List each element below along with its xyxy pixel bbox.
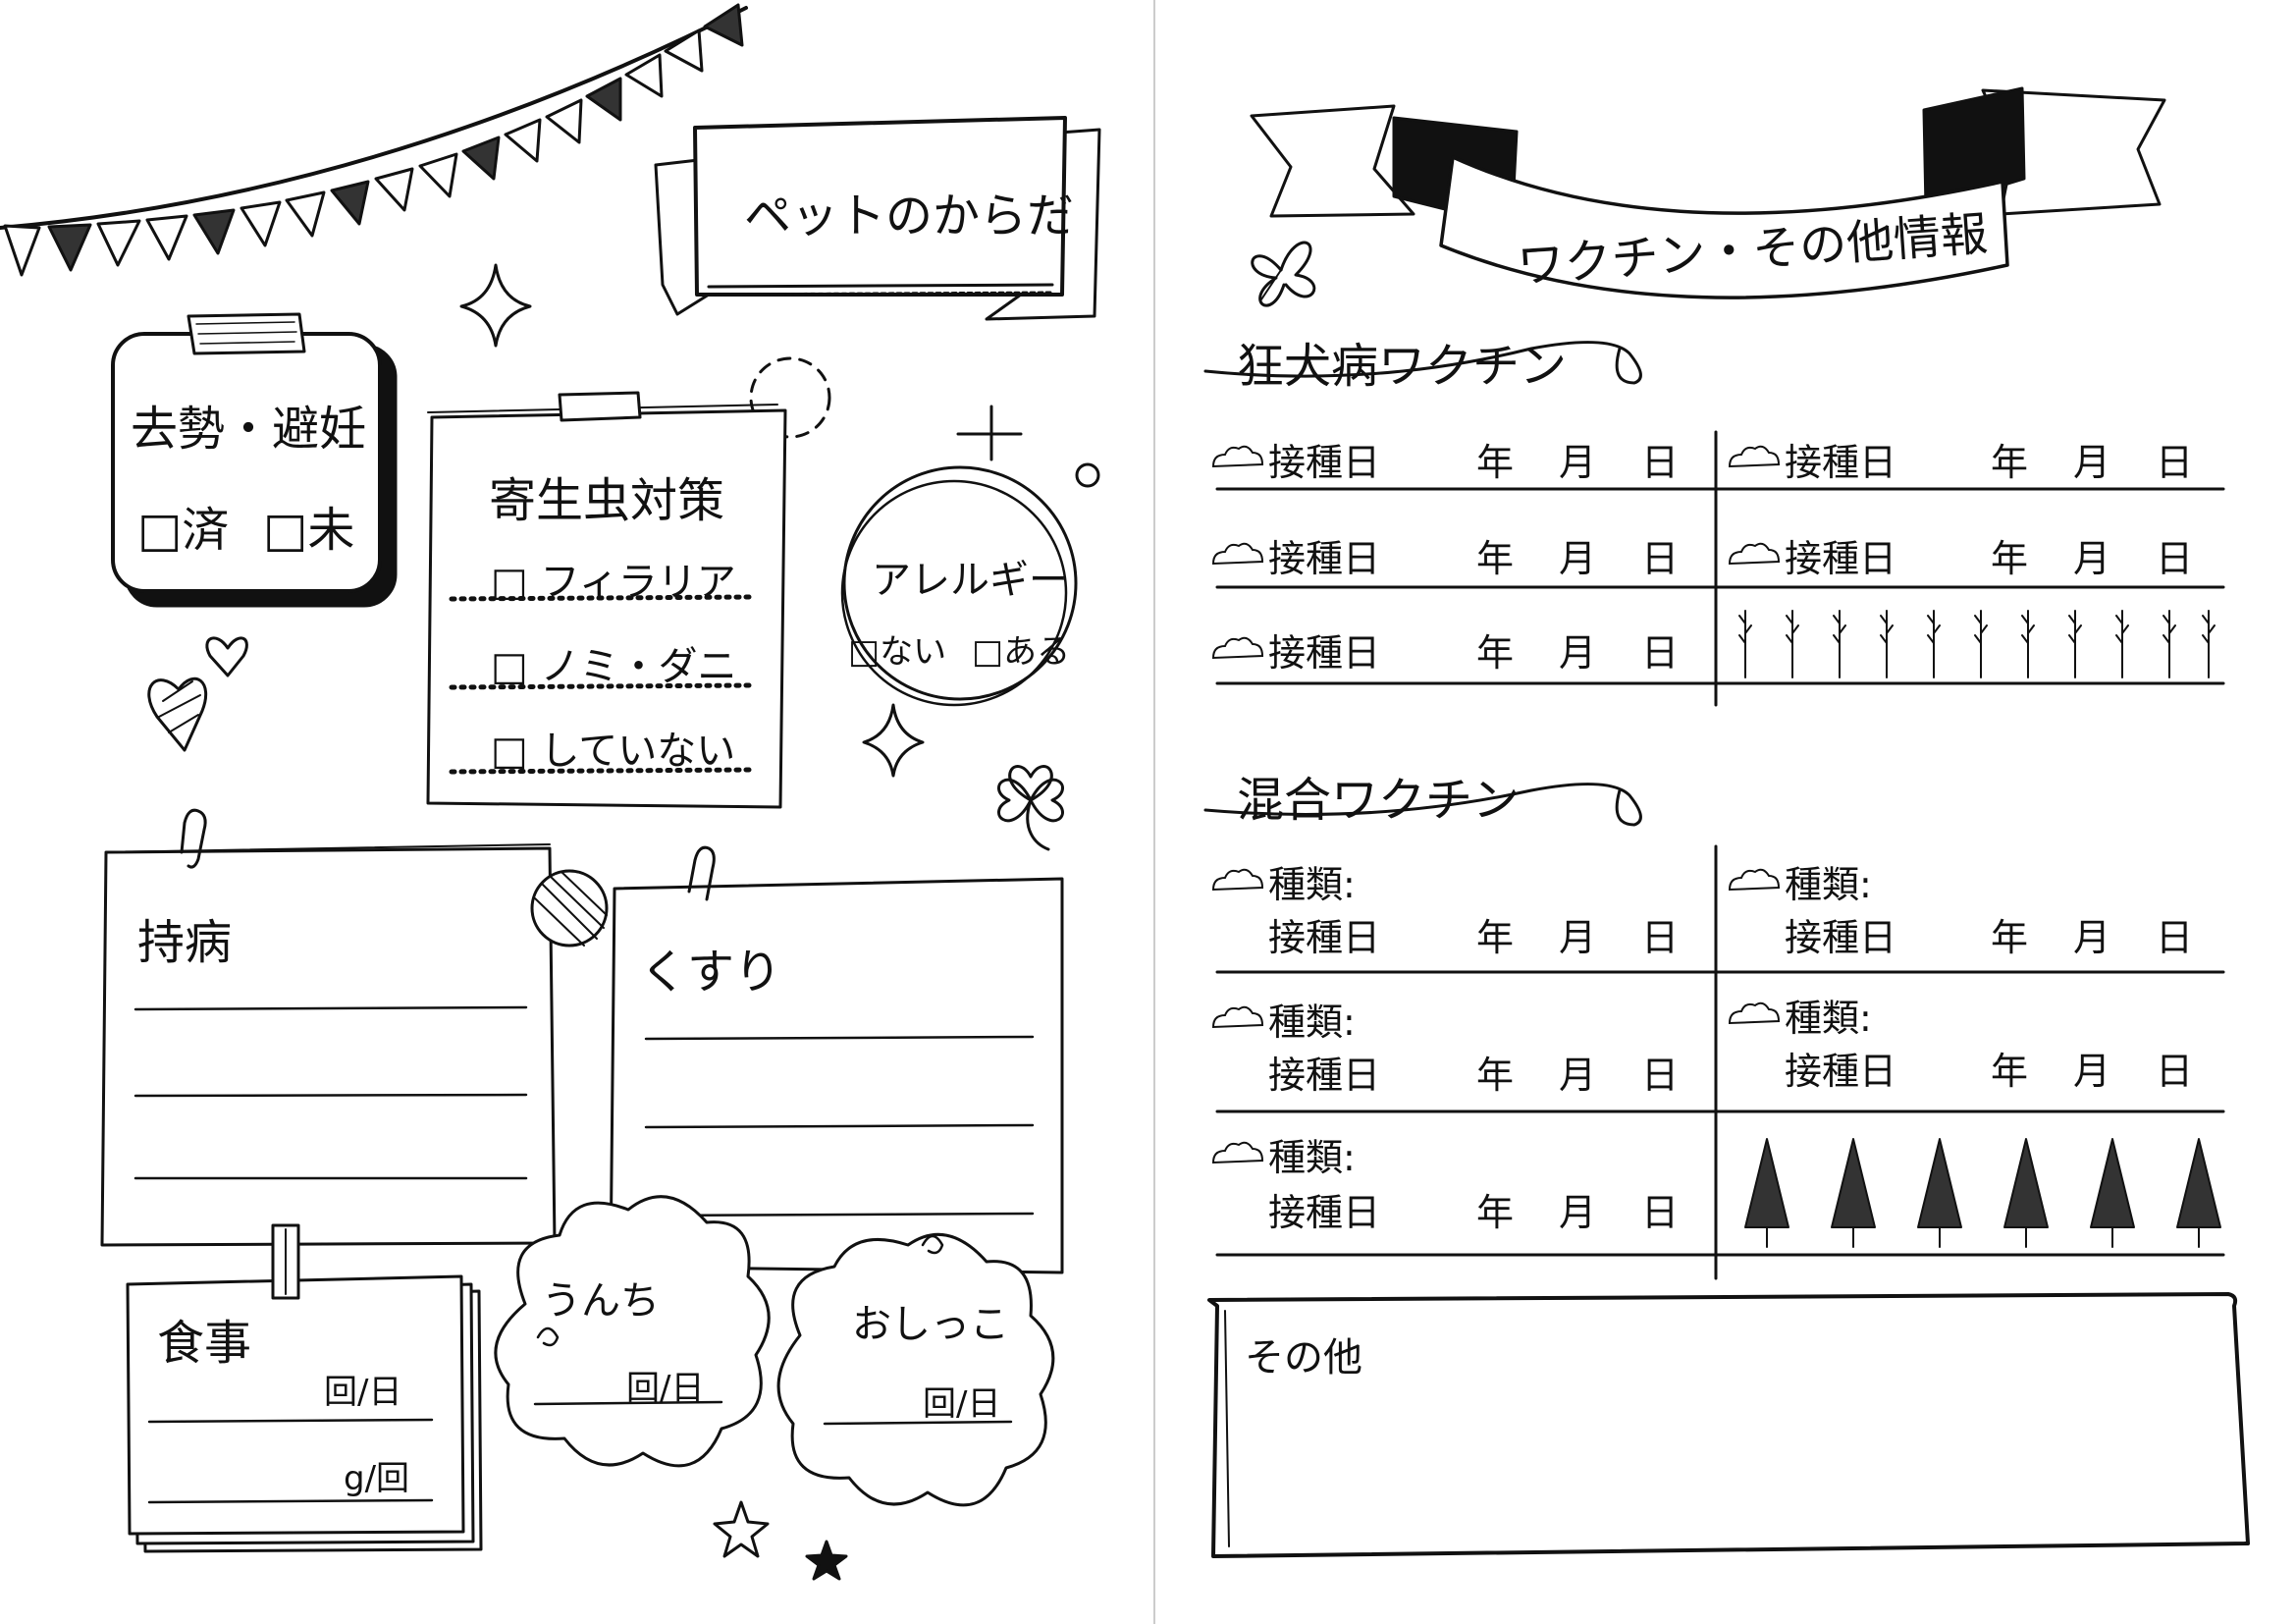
mixed-kind-label: 種類: (1268, 1001, 1356, 1044)
mixed-date-label: 接種日 (1268, 1191, 1381, 1234)
other-title: その他 (1245, 1335, 1362, 1380)
cloud-icons (1211, 445, 1781, 1164)
year-label: 年 (1991, 1050, 2029, 1093)
spay-title: 去勢・避妊 (131, 402, 367, 457)
day-label: 日 (2156, 1050, 2194, 1093)
rabies-date-label: 接種日 (1268, 537, 1381, 580)
poop-unit: 回/日 (626, 1369, 705, 1408)
day-label: 日 (1641, 441, 1680, 484)
meal-grams-unit: g/回 (344, 1459, 410, 1498)
year-label: 年 (1476, 1191, 1515, 1234)
spay-not-checkbox[interactable]: □未 (263, 503, 355, 558)
allergy-title: アレルギー (872, 558, 1068, 603)
month-label: 月 (2073, 537, 2111, 580)
mixed-kind-label: 種類: (1268, 1136, 1356, 1179)
year-label: 年 (1476, 441, 1515, 484)
month-label: 月 (1559, 1054, 1597, 1097)
parasite-title: 寄生虫対策 (489, 473, 725, 528)
day-label: 日 (1641, 631, 1680, 675)
mixed-date-label: 接種日 (1785, 916, 1897, 959)
bunting-flags (3, 3, 744, 277)
meal-times-unit: 回/日 (324, 1373, 402, 1412)
medicine-title: くすり (640, 945, 782, 1000)
parasite-filaria-checkbox[interactable]: □ フィラリア (491, 560, 736, 605)
day-label: 日 (2156, 441, 2194, 484)
left-title: ペットのからだ (744, 189, 1075, 244)
allergy-yes-checkbox[interactable]: □ある (972, 632, 1071, 672)
month-label: 月 (2073, 916, 2111, 959)
month-label: 月 (1559, 441, 1597, 484)
mixed-title: 混合ワクチン (1237, 773, 1521, 828)
grass-row (1738, 610, 2216, 678)
day-label: 日 (1641, 916, 1680, 959)
month-label: 月 (1559, 1191, 1597, 1234)
year-label: 年 (1991, 916, 2029, 959)
allergy-none-checkbox[interactable]: □ない (848, 632, 947, 672)
meal-title: 食事 (157, 1316, 252, 1371)
month-label: 月 (2073, 441, 2111, 484)
parasite-note-shape (426, 391, 787, 809)
month-label: 月 (1559, 537, 1597, 580)
left-title-banner-shape (654, 116, 1101, 321)
pee-title: おしっこ (852, 1302, 1009, 1347)
butterfly (1251, 241, 1316, 307)
rabies-date-label: 接種日 (1785, 537, 1897, 580)
year-label: 年 (1476, 916, 1515, 959)
right-title-banner-shape (1250, 86, 2166, 299)
rabies-title: 狂犬病ワクチン (1237, 339, 1568, 394)
mixed-date-label: 接種日 (1785, 1050, 1897, 1093)
rabies-date-label: 接種日 (1268, 441, 1381, 484)
day-label: 日 (2156, 916, 2194, 959)
illness-title: 持病 (137, 915, 233, 970)
day-label: 日 (1641, 1054, 1680, 1097)
spay-note-shape (111, 312, 398, 608)
rabies-date-label: 接種日 (1785, 441, 1897, 484)
mixed-date-label: 接種日 (1268, 1054, 1381, 1097)
mixed-date-label: 接種日 (1268, 916, 1381, 959)
parasite-flea-tick-checkbox[interactable]: □ ノミ・ダニ (491, 644, 737, 689)
year-label: 年 (1991, 441, 2029, 484)
pee-cloud-shape (776, 1232, 1055, 1507)
year-label: 年 (1476, 537, 1515, 580)
year-label: 年 (1476, 631, 1515, 675)
month-label: 月 (1559, 631, 1597, 675)
parasite-none-checkbox[interactable]: □ していない (491, 729, 736, 774)
clover (997, 765, 1064, 851)
other-box-shape (1207, 1292, 2250, 1558)
month-label: 月 (1559, 916, 1597, 959)
mixed-kind-label: 種類: (1785, 863, 1872, 906)
day-label: 日 (1641, 537, 1680, 580)
pee-unit: 回/日 (923, 1384, 1001, 1424)
day-label: 日 (1641, 1191, 1680, 1234)
mixed-kind-label: 種類: (1785, 997, 1872, 1040)
poop-cloud-shape (494, 1195, 771, 1468)
rabies-date-label: 接種日 (1268, 631, 1381, 675)
day-label: 日 (2156, 537, 2194, 580)
tree-row (1744, 1138, 2221, 1248)
spay-done-checkbox[interactable]: □済 (137, 503, 230, 558)
poop-title: うんち (542, 1278, 660, 1324)
month-label: 月 (2073, 1050, 2111, 1093)
mixed-kind-label: 種類: (1268, 863, 1356, 906)
year-label: 年 (1476, 1054, 1515, 1097)
year-label: 年 (1991, 537, 2029, 580)
